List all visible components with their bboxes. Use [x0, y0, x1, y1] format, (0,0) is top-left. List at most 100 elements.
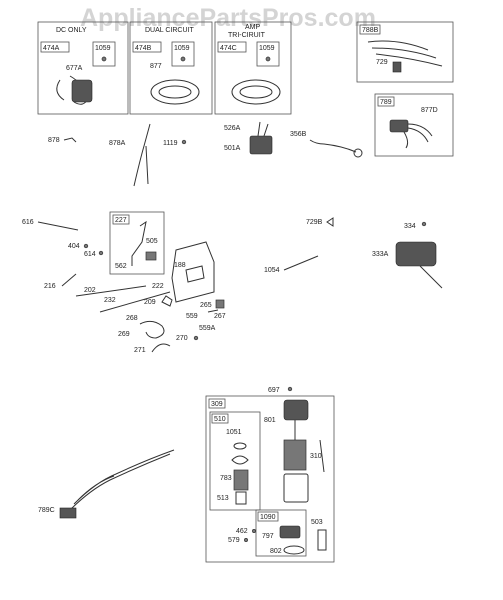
part-tri-stator-inner: [239, 85, 273, 99]
part-label-503[interactable]: 503: [311, 519, 323, 526]
watermark: AppliancePartsPros.com: [80, 4, 376, 32]
part-label-505[interactable]: 505: [146, 238, 158, 245]
part-label-462[interactable]: 462: [236, 528, 248, 535]
part-label-729B[interactable]: 729B: [306, 219, 323, 226]
part-label-474A[interactable]: 474A: [43, 45, 60, 52]
part-label-227[interactable]: 227: [115, 217, 127, 224]
part-label-616[interactable]: 616: [22, 219, 34, 226]
part-label-232[interactable]: 232: [104, 297, 116, 304]
part-1119-screw: [181, 139, 187, 145]
part-label-265[interactable]: 265: [200, 302, 212, 309]
part-783-drive: [233, 469, 249, 491]
part-265: [215, 299, 225, 309]
part-label-271[interactable]: 271: [134, 347, 146, 354]
part-label-209[interactable]: 209: [144, 299, 156, 306]
part-513: [235, 491, 247, 505]
part-697-screw: [287, 386, 293, 392]
part-armature: [283, 439, 307, 471]
part-label-877D[interactable]: 877D: [421, 107, 438, 114]
part-label-188[interactable]: 188: [174, 262, 186, 269]
part-801-end-cap: [283, 399, 309, 421]
part-label-562[interactable]: 562: [115, 263, 127, 270]
part-559: [207, 309, 219, 313]
part-label-579[interactable]: 579: [228, 537, 240, 544]
part-202-link: [75, 285, 147, 297]
panel-789: 789 877D: [374, 93, 454, 157]
part-label-801[interactable]: 801: [264, 417, 276, 424]
part-label-729[interactable]: 729: [376, 59, 388, 66]
part-label-268[interactable]: 268: [126, 315, 138, 322]
part-526A-leads: [257, 121, 269, 137]
part-788B-harness: [367, 40, 443, 67]
part-188-slot: [185, 265, 205, 283]
part-333A-coil: [395, 241, 437, 267]
part-label-310[interactable]: 310: [310, 453, 322, 460]
part-334-screw: [421, 221, 427, 227]
part-label-202[interactable]: 202: [84, 287, 96, 294]
part-label-677A[interactable]: 677A: [66, 65, 83, 72]
panel-tri-circuit: AMP TRI-CIRUIT 474C 1059: [214, 21, 292, 115]
part-label-334[interactable]: 334: [404, 223, 416, 230]
part-label-222[interactable]: 222: [152, 283, 164, 290]
part-label-474B[interactable]: 474B: [135, 45, 152, 52]
part-label-270[interactable]: 270: [176, 335, 188, 342]
part-label-614[interactable]: 614: [84, 251, 96, 258]
part-878: [63, 137, 77, 143]
part-label-501A[interactable]: 501A: [224, 145, 241, 152]
part-label-1059b[interactable]: 1059: [174, 45, 190, 52]
part-label-1119[interactable]: 1119: [163, 140, 178, 147]
part-label-526A[interactable]: 526A: [224, 125, 241, 132]
part-label-788B[interactable]: 788B: [362, 27, 379, 34]
part-label-216[interactable]: 216: [44, 283, 56, 290]
part-label-309[interactable]: 309: [211, 401, 223, 408]
part-label-1059c[interactable]: 1059: [259, 45, 275, 52]
part-label-356B[interactable]: 356B: [290, 131, 307, 138]
part-216: [61, 273, 77, 287]
part-label-1054[interactable]: 1054: [264, 267, 280, 274]
part-label-697[interactable]: 697: [268, 387, 280, 394]
part-1059c-screw: [265, 56, 271, 62]
part-404: [83, 243, 89, 249]
part-label-797[interactable]: 797: [262, 533, 274, 540]
part-label-783[interactable]: 783: [220, 475, 232, 482]
part-729-connector: [392, 61, 402, 73]
part-227-lever: [131, 220, 147, 266]
part-label-878[interactable]: 878: [48, 137, 60, 144]
part-label-510[interactable]: 510: [214, 416, 226, 423]
part-333A-lead: [419, 265, 443, 289]
part-270: [193, 335, 199, 341]
part-label-1090[interactable]: 1090: [260, 514, 276, 521]
part-789-leads: [403, 123, 433, 149]
part-789C-connector: [59, 507, 77, 519]
part-789-rectifier: [389, 119, 409, 133]
part-label-1059a[interactable]: 1059: [95, 45, 111, 52]
part-232-link: [99, 291, 171, 313]
part-310-bolt: [319, 439, 325, 473]
part-356B-terminal: [353, 148, 363, 158]
part-motor-housing: [283, 473, 309, 503]
part-label-269[interactable]: 269: [118, 331, 130, 338]
part-510-gear: [231, 455, 249, 465]
part-label-333A[interactable]: 333A: [372, 251, 389, 258]
part-label-877[interactable]: 877: [150, 63, 162, 70]
part-label-474C[interactable]: 474C: [220, 45, 237, 52]
panel-227: 227 505 562: [109, 211, 165, 275]
part-label-559[interactable]: 559: [186, 313, 198, 320]
part-579: [244, 538, 248, 542]
part-label-802[interactable]: 802: [270, 548, 282, 555]
part-label-789[interactable]: 789: [380, 99, 392, 106]
part-label-1051[interactable]: 1051: [226, 429, 242, 436]
part-1059-screw: [101, 56, 107, 62]
part-label-267[interactable]: 267: [214, 313, 226, 320]
part-label-878A[interactable]: 878A: [109, 140, 126, 147]
part-label-559A[interactable]: 559A: [199, 325, 216, 332]
part-label-513[interactable]: 513: [217, 495, 229, 502]
panel-309: 309 510 1051 783 513 801 310 1090 797 80…: [205, 395, 335, 563]
panel-dc-only: DC ONLY 474A 1059 677A: [37, 21, 129, 115]
part-616-rod: [37, 221, 79, 231]
part-802-plate: [283, 545, 305, 555]
part-label-404[interactable]: 404: [68, 243, 80, 250]
panel-788B: 788B 729: [356, 21, 454, 83]
panel-dc-only-title: DC ONLY: [56, 27, 87, 34]
part-label-789C[interactable]: 789C: [38, 507, 55, 514]
